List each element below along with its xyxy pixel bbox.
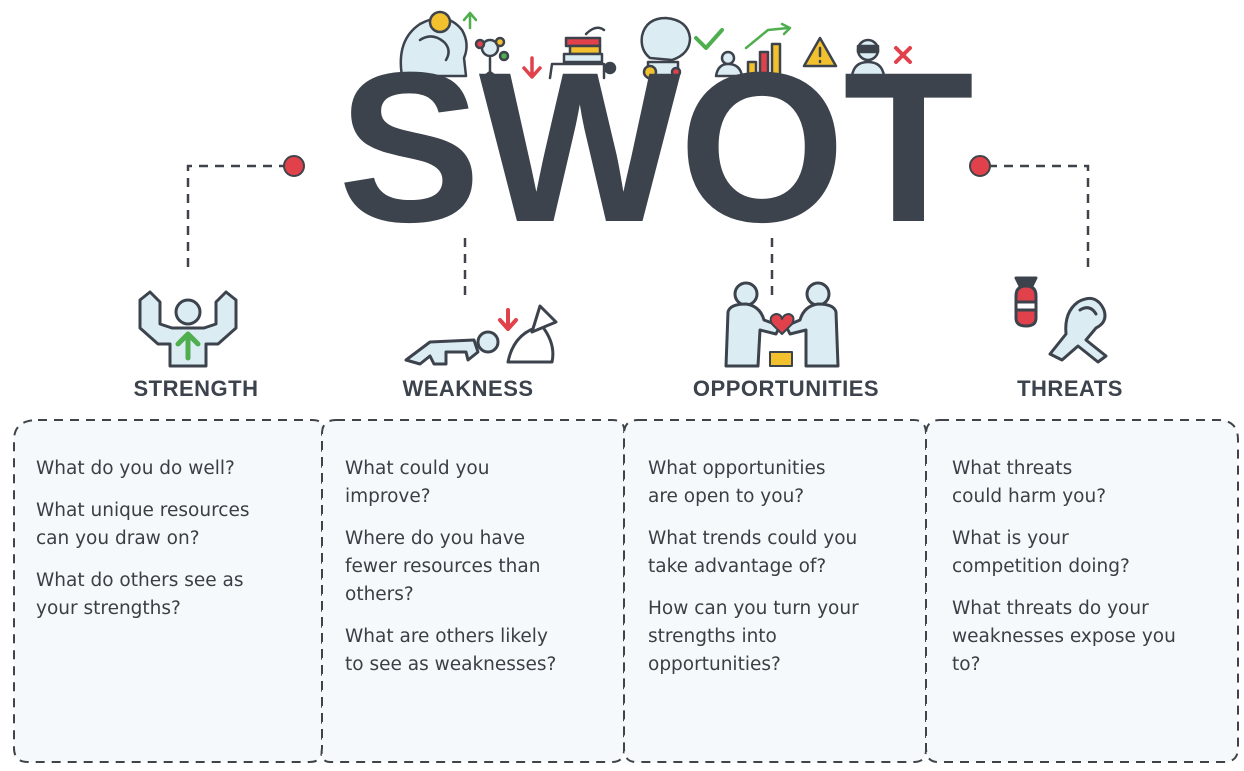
opportunities-questions: What opportunities are open to you? What… [648, 455, 926, 693]
strength-heading: STRENGTH [133, 376, 259, 401]
swot-title: SWOT [338, 28, 974, 267]
idea-head-icon [399, 10, 468, 78]
threats-box [925, 419, 1239, 763]
negotiation-icon [640, 16, 692, 80]
threats-connector [988, 164, 1090, 272]
crawling-person-icon [404, 304, 558, 366]
hacker-icon [850, 38, 886, 78]
opportunities-question: What trends could you take advantage of? [648, 528, 858, 577]
team-network-icon [474, 36, 510, 80]
threats-question: What threats do your weaknesses expose y… [952, 598, 1176, 675]
growth-chart-icon [744, 22, 792, 78]
opportunities-heading: OPPORTUNITIES [692, 376, 880, 401]
strength-connector [186, 164, 288, 272]
strength-connector-dot [283, 155, 305, 177]
threats-heading: THREATS [1017, 376, 1123, 401]
up-arrow-icon [462, 11, 478, 30]
strength-question: What unique resources can you draw on? [36, 500, 250, 549]
weakness-question: What are others likely to see as weaknes… [345, 626, 557, 675]
strength-question: What do you do well? [36, 458, 235, 479]
checkmark-icon [694, 28, 724, 50]
weakness-heading: WEAKNESS [402, 376, 534, 401]
threats-question: What threats could harm you? [952, 458, 1107, 507]
handshake-heart-icon [724, 281, 840, 368]
weakness-questions: What could you improve? Where do you hav… [345, 455, 623, 693]
threats-questions: What threats could harm you? What is you… [952, 455, 1230, 693]
threats-connector-dot [969, 155, 991, 177]
workload-icon [548, 26, 617, 80]
down-arrow-icon [522, 56, 542, 79]
weakness-box [320, 419, 626, 763]
weakness-question: Where do you have fewer resources than o… [345, 528, 541, 605]
warning-icon [802, 36, 838, 68]
opportunities-question: How can you turn your strengths into opp… [648, 598, 859, 675]
opportunities-question: What opportunities are open to you? [648, 458, 826, 507]
user-icon [714, 50, 744, 78]
falling-bomb-icon [1014, 276, 1108, 364]
strength-questions: What do you do well? What unique resourc… [36, 455, 314, 637]
flexing-person-icon [138, 290, 238, 368]
weakness-question: What could you improve? [345, 458, 490, 507]
cross-icon [894, 46, 912, 64]
threats-question: What is your competition doing? [952, 528, 1130, 577]
strength-question: What do others see as your strengths? [36, 570, 244, 619]
strength-box [13, 419, 324, 763]
opportunities-box [623, 419, 927, 763]
